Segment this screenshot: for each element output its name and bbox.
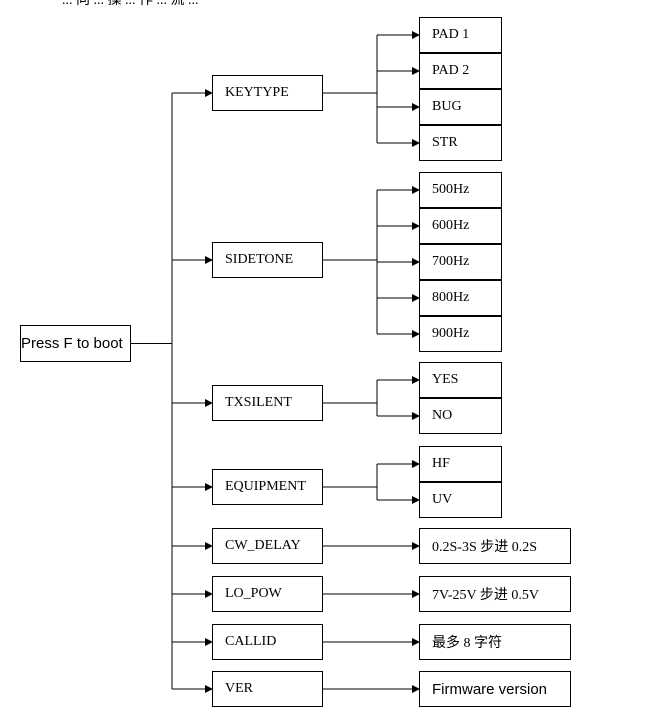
- keytype-option-0-label: PAD 1: [432, 27, 470, 42]
- menu-node-keytype: KEYTYPE: [212, 75, 323, 111]
- menu-node-ver: VER: [212, 671, 323, 707]
- callid-value: 最多 8 字符: [419, 624, 571, 660]
- sidetone-option-3-label: 800Hz: [432, 290, 470, 305]
- equipment-option-1: UV: [419, 482, 502, 518]
- root-node-label: Press F to boot: [21, 335, 123, 352]
- keytype-option-3: STR: [419, 125, 502, 161]
- sidetone-option-0: 500Hz: [419, 172, 502, 208]
- lo_pow-value-label: 7V-25V 步进 0.5V: [432, 588, 539, 603]
- sidetone-option-3: 800Hz: [419, 280, 502, 316]
- menu-node-callid: CALLID: [212, 624, 323, 660]
- sidetone-option-1-label: 600Hz: [432, 218, 470, 233]
- txsilent-option-0-label: YES: [432, 372, 459, 387]
- menu-node-lo_pow-label: LO_POW: [225, 586, 282, 601]
- equipment-option-1-label: UV: [432, 492, 453, 507]
- menu-node-sidetone-label: SIDETONE: [225, 252, 294, 267]
- sidetone-option-4: 900Hz: [419, 316, 502, 352]
- txsilent-option-1: NO: [419, 398, 502, 434]
- menu-node-cw_delay-label: CW_DELAY: [225, 538, 301, 553]
- keytype-option-2: BUG: [419, 89, 502, 125]
- txsilent-option-1-label: NO: [432, 408, 453, 423]
- sidetone-option-2: 700Hz: [419, 244, 502, 280]
- menu-node-lo_pow: LO_POW: [212, 576, 323, 612]
- equipment-option-0: HF: [419, 446, 502, 482]
- menu-node-keytype-label: KEYTYPE: [225, 85, 289, 100]
- keytype-option-3-label: STR: [432, 135, 458, 150]
- keytype-option-2-label: BUG: [432, 99, 462, 114]
- menu-node-cw_delay: CW_DELAY: [212, 528, 323, 564]
- cut-off-heading: ... 向 ... 操 ... 作 ... 流 ...: [62, 0, 199, 8]
- cw_delay-value: 0.2S-3S 步进 0.2S: [419, 528, 571, 564]
- keytype-option-1-label: PAD 2: [432, 63, 470, 78]
- equipment-option-0-label: HF: [432, 456, 450, 471]
- sidetone-option-0-label: 500Hz: [432, 182, 470, 197]
- root-node: Press F to boot: [20, 325, 131, 362]
- txsilent-option-0: YES: [419, 362, 502, 398]
- menu-node-sidetone: SIDETONE: [212, 242, 323, 278]
- keytype-option-0: PAD 1: [419, 17, 502, 53]
- ver-value: Firmware version: [419, 671, 571, 707]
- ver-value-label: Firmware version: [432, 680, 548, 698]
- menu-node-txsilent-label: TXSILENT: [225, 395, 292, 410]
- sidetone-option-4-label: 900Hz: [432, 326, 470, 341]
- menu-node-callid-label: CALLID: [225, 634, 277, 649]
- sidetone-option-2-label: 700Hz: [432, 254, 470, 269]
- menu-node-ver-label: VER: [225, 681, 253, 696]
- keytype-option-1: PAD 2: [419, 53, 502, 89]
- sidetone-option-1: 600Hz: [419, 208, 502, 244]
- lo_pow-value: 7V-25V 步进 0.5V: [419, 576, 571, 612]
- cw_delay-value-label: 0.2S-3S 步进 0.2S: [432, 540, 538, 555]
- menu-node-equipment: EQUIPMENT: [212, 469, 323, 505]
- menu-node-equipment-label: EQUIPMENT: [225, 479, 306, 494]
- menu-node-txsilent: TXSILENT: [212, 385, 323, 421]
- callid-value-label: 最多 8 字符: [432, 636, 502, 651]
